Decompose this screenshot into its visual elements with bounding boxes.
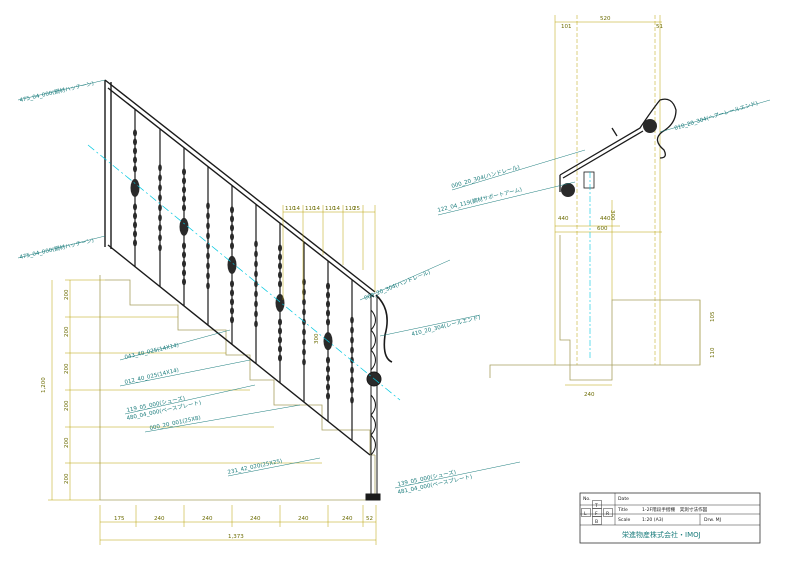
left-leader-lines (17, 79, 521, 489)
part-callout: 475_04_000(鋼材ハッチーン) (19, 79, 95, 104)
part-callout: 012_40_025(14X14) (124, 368, 179, 386)
stamp-cell: L (581, 508, 591, 517)
top-dim-value: 110 (305, 206, 316, 212)
tb-company: 栄進物産株式会社・IMOJ (622, 530, 701, 539)
left-dimension-labels: 200 200 200 200 200 200 (64, 289, 70, 484)
right-vertical-dim: 300 (609, 210, 615, 221)
balusters (130, 109, 354, 441)
baluster (254, 204, 258, 364)
right-handrail (559, 98, 677, 192)
right-leader-lines (437, 99, 771, 216)
tb-drawer: Drw. MJ (704, 517, 721, 523)
vertical-dim-value: 200 (64, 400, 70, 411)
tb-scale-value: 1:20 (A3) (642, 517, 664, 523)
right-top-dim: 51 (656, 24, 663, 30)
tb-number-label: No. (583, 496, 591, 502)
part-callout: 043_40_025(14X14) (124, 343, 179, 361)
baluster (158, 128, 162, 287)
bottom-dimension-labels: 175 240 240 240 240 240 52 (114, 516, 373, 522)
right-base-dim: 240 (584, 392, 595, 398)
bottom-dim-value: 175 (114, 516, 125, 522)
top-dimension-chain (282, 205, 376, 300)
top-dim-value: 14 (293, 206, 300, 212)
bottom-dimension-chain (99, 505, 377, 545)
tb-title-value: 1-2F階段手摺棚 実測寸法作図 (642, 506, 708, 513)
part-callout: 122_04_119(鋼材サポートアーム) (437, 185, 523, 214)
stamp-letter: T (594, 503, 598, 509)
bottom-dim-value: 52 (366, 516, 373, 522)
tb-scale-label: Scale (618, 517, 631, 523)
baluster (130, 109, 140, 267)
left-callouts: 475_04_000(鋼材ハッチーン) 475_04_000(鋼材ハッチーン) 06… (19, 79, 482, 496)
right-top-dim: 101 (561, 24, 572, 30)
bottom-dim-value: 240 (154, 516, 165, 522)
stamp-letter: L (584, 511, 587, 517)
baluster (227, 185, 237, 345)
support-arm-bracket (583, 171, 595, 189)
vertical-dim-value: 200 (64, 326, 70, 337)
total-height-label: 1,200 (41, 377, 47, 393)
height-label: 300 (314, 333, 320, 344)
right-mid-dim: 440 (600, 216, 611, 222)
right-bottom-dim: 600 (597, 226, 608, 232)
title-block: No. Date Title 1-2F階段手摺棚 実測寸法作図 Scale 1:… (579, 492, 761, 544)
bottom-dim-value: 240 (250, 516, 261, 522)
center-line (87, 144, 401, 401)
top-dim-value: 110 (345, 206, 356, 212)
right-side-dim: 110 (710, 347, 716, 358)
bottom-dim-value: 240 (298, 516, 309, 522)
right-wall-outline (489, 235, 701, 381)
baluster (179, 147, 189, 306)
top-dim-value: 14 (313, 206, 320, 212)
part-callout: 000_20_304(ハンドレール) (451, 165, 521, 190)
baluster (275, 223, 285, 383)
handrail (104, 79, 376, 456)
stamp-cell: B (592, 516, 602, 525)
vertical-dim-value: 200 (64, 363, 70, 374)
part-callout: 410_20_304(レールエンド) (411, 314, 481, 338)
part-callout: 060_20_304(ハンドレール) (364, 270, 432, 302)
vertical-dim-value: 200 (64, 437, 70, 448)
total-width-label: 1,373 (228, 534, 244, 540)
part-callout: 010_20_304(ヘアーレールエンド) (674, 100, 759, 132)
right-top-dim: 520 (600, 16, 611, 22)
right-mid-dim: 440 (558, 216, 569, 222)
bottom-dim-value: 240 (342, 516, 353, 522)
vertical-dim-value: 200 (64, 289, 70, 300)
top-dim-value: 110 (285, 206, 296, 212)
right-callouts: 010_20_304(ヘアーレールエンド) 000_20_304(ハンドレール)1… (437, 100, 759, 214)
stamp-letter: F (595, 511, 598, 517)
stamp-cell: R (603, 508, 613, 517)
baluster (302, 242, 306, 403)
projection-stamp: T L F R B (581, 500, 613, 525)
right-rosettes (561, 119, 657, 197)
tb-date-label: Date (618, 496, 629, 502)
top-dim-value: 14 (333, 206, 340, 212)
part-callout: 475_04_000(鋼材ハッチーン) (19, 236, 95, 261)
newel-post (365, 294, 393, 501)
stamp-letter: R (606, 511, 610, 517)
right-dimension-lines (554, 15, 701, 386)
baluster (206, 166, 210, 326)
vertical-dim-value: 200 (64, 473, 70, 484)
bottom-dim-value: 240 (202, 516, 213, 522)
tb-title-label: Title (617, 507, 628, 513)
right-side-dim: 105 (710, 311, 716, 322)
stamp-letter: B (595, 519, 598, 525)
part-callout: 231_42_020(25X25) (227, 459, 283, 476)
top-dim-value: 110 (325, 206, 336, 212)
stair-steps (99, 275, 380, 501)
top-dim-value: 25 (353, 206, 360, 212)
left-dimension-chain (48, 279, 322, 501)
